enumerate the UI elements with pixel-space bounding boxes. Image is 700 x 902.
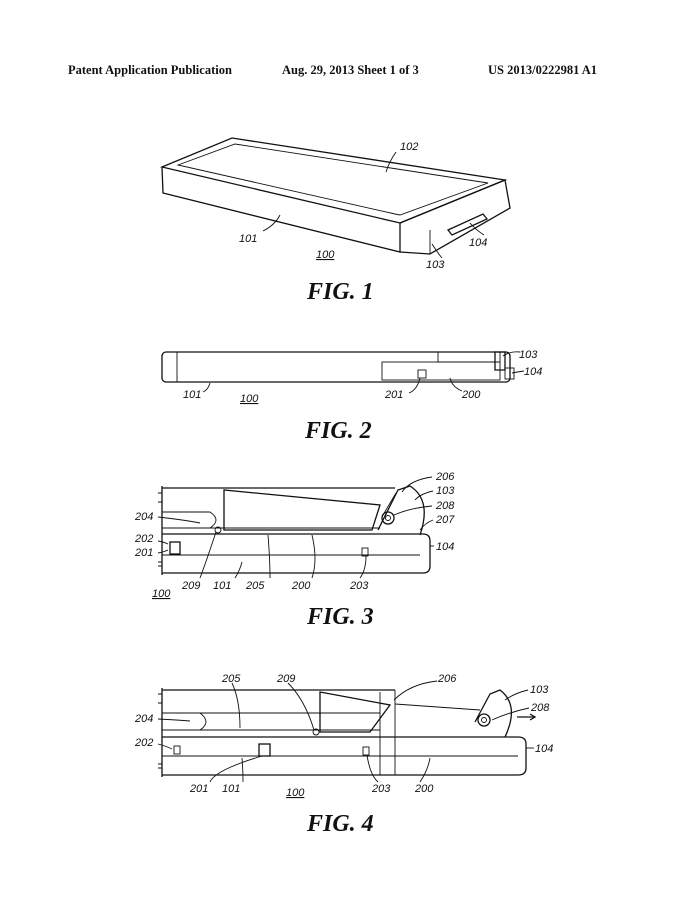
label-209: 209 [181,580,200,592]
label-208: 208 [435,500,455,512]
label-200: 200 [291,580,311,592]
figure-1: 102 101 104 103 100 FIG. 1 [162,138,510,305]
figure-4: 205 209 206 103 204 208 202 104 201 101 … [134,673,553,837]
label-101: 101 [213,580,231,592]
label-100: 100 [286,787,305,799]
label-100: 100 [152,588,171,600]
label-104: 104 [524,366,542,378]
label-101: 101 [239,233,257,245]
label-104: 104 [469,237,487,249]
figure-3: 206 103 208 207 204 202 201 104 209 101 … [134,471,455,630]
label-206: 206 [435,471,455,483]
label-104: 104 [436,541,454,553]
figure-4-caption: FIG. 4 [306,811,374,837]
label-208: 208 [530,702,550,714]
figure-3-caption: FIG. 3 [306,604,374,630]
label-209: 209 [276,673,295,685]
label-201: 201 [189,783,208,795]
label-200: 200 [461,389,481,401]
label-204: 204 [134,511,153,523]
label-103: 103 [519,349,538,361]
label-201: 201 [134,547,153,559]
label-100: 100 [240,393,259,405]
label-207: 207 [435,514,455,526]
label-103: 103 [530,684,549,696]
figure-1-caption: FIG. 1 [306,279,374,305]
label-203: 203 [371,783,391,795]
label-104: 104 [535,743,553,755]
label-204: 204 [134,713,153,725]
label-103: 103 [426,259,445,271]
label-203: 203 [349,580,369,592]
label-102: 102 [400,141,418,153]
label-205: 205 [221,673,241,685]
figure-2-caption: FIG. 2 [304,418,372,444]
label-101: 101 [222,783,240,795]
label-101: 101 [183,389,201,401]
figure-2: 103 104 101 100 201 200 FIG. 2 [162,349,542,444]
label-100: 100 [316,249,335,261]
label-103: 103 [436,485,455,497]
label-201: 201 [384,389,403,401]
label-205: 205 [245,580,265,592]
label-202: 202 [134,737,153,749]
label-206: 206 [437,673,457,685]
label-200: 200 [414,783,434,795]
label-202: 202 [134,533,153,545]
